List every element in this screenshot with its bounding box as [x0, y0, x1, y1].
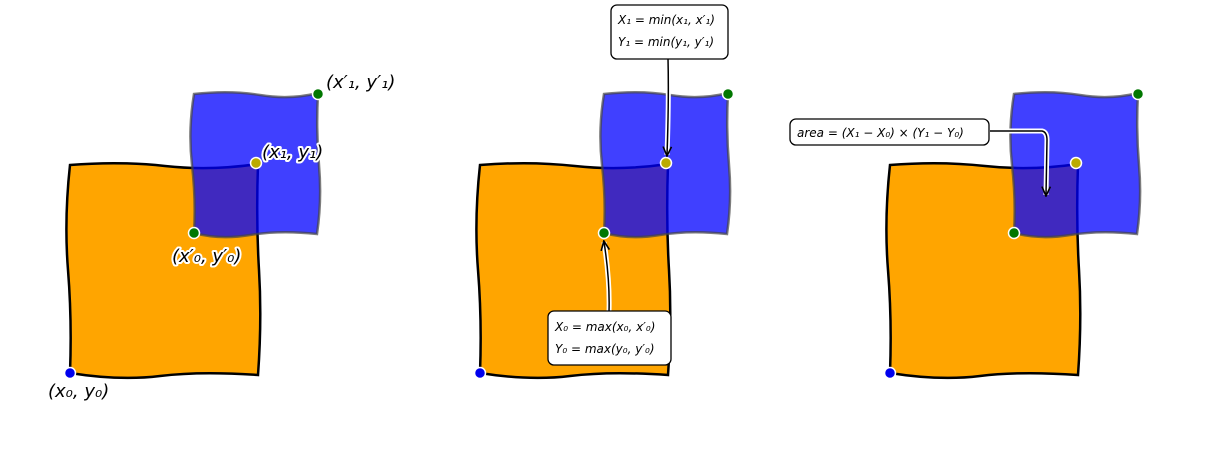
callout-max-box — [547, 310, 672, 366]
point-x0-y0 — [883, 366, 897, 380]
point-x0p-y0p — [1007, 226, 1021, 240]
panel-1: (x₀, y₀) (x′₁, y′₁) (x₁, y₁) (x′₀, y′₀) — [46, 70, 397, 404]
point-x0p-y0p — [187, 226, 201, 240]
callout-min-box — [610, 4, 729, 60]
panel-3: area = (X₁ − X₀) × (Y₁ − Y₀) — [789, 87, 1145, 380]
label-x1-y1: (x₁, y₁) — [262, 142, 323, 163]
point-x0-y0 — [473, 366, 487, 380]
callout-max-line1: X₀ = max(x₀, x′₀) — [554, 320, 655, 334]
callout-min-line1: X₁ = min(x₁, x′₁) — [617, 13, 715, 27]
label-x0-y0: (x₀, y₀) — [48, 381, 109, 402]
label-x1p-y1p: (x′₁, y′₁) — [326, 72, 395, 93]
callout-area-box — [789, 118, 990, 146]
point-x0-y0 — [63, 366, 77, 380]
panel-2: X₁ = min(x₁, x′₁) Y₁ = min(y₁, y′₁) X₀ =… — [473, 4, 735, 380]
point-x0p-y0p — [597, 226, 611, 240]
point-x1-y1 — [249, 156, 263, 170]
arrow-to-intersection — [990, 130, 1047, 195]
callout-min-line2: Y₁ = min(y₁, y′₁) — [618, 35, 714, 49]
callout-max-line2: Y₀ = max(y₀, y′₀) — [555, 342, 655, 356]
callout-area-text: area = (X₁ − X₀) × (Y₁ − Y₀) — [797, 126, 964, 140]
point-x1p-y1p — [1131, 87, 1145, 101]
point-x1-y1 — [1069, 156, 1083, 170]
point-x1p-y1p — [311, 87, 325, 101]
point-x1-y1 — [659, 156, 673, 170]
arrow-to-x0p-y0p — [604, 242, 609, 313]
label-x0p-y0p: (x′₀, y′₀) — [172, 246, 241, 267]
point-x1p-y1p — [721, 87, 735, 101]
